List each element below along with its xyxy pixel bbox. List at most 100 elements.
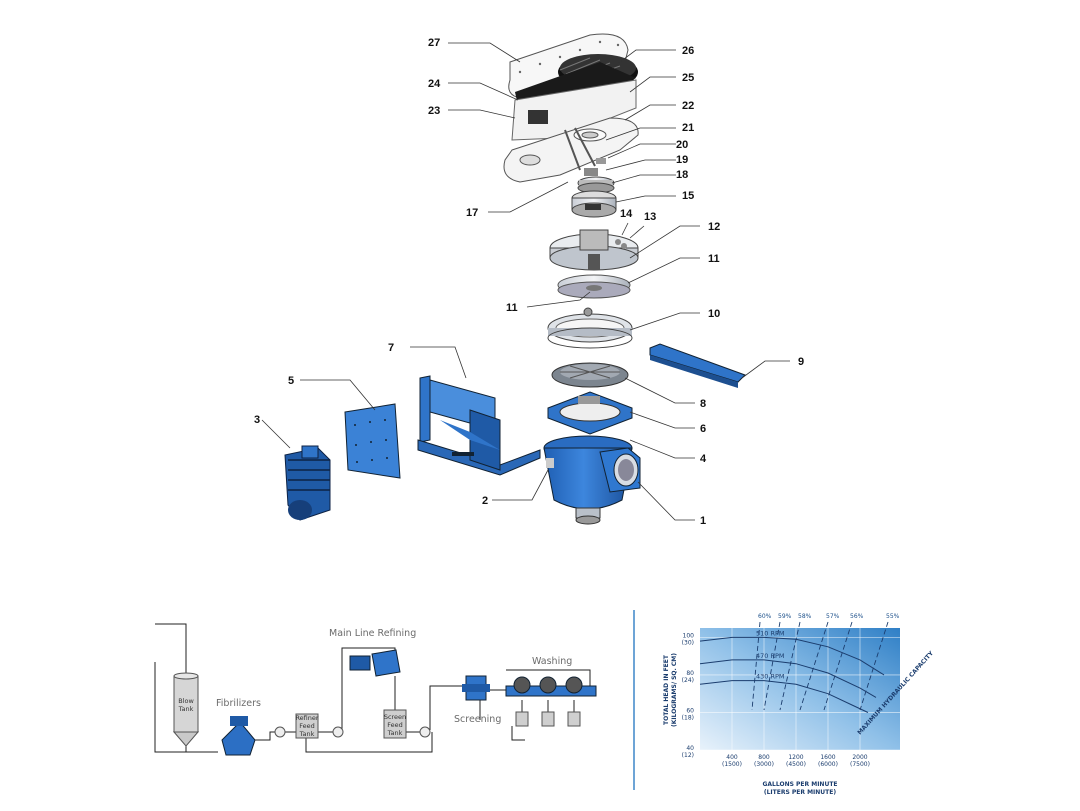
part-bearing-small	[577, 158, 615, 194]
callout-23: 23	[428, 105, 440, 117]
main-line-refiner: Main Line Refining	[329, 628, 416, 677]
part-wear-ring	[547, 307, 633, 349]
screen-feed-label-1: Screen	[384, 713, 406, 721]
callout-22: 22	[682, 100, 694, 112]
blow-tank-label-1: Blow	[178, 697, 194, 705]
callout-18: 18	[676, 169, 688, 181]
callout-7: 7	[388, 342, 394, 354]
fibrilizer-unit: Fibrilizers	[216, 698, 261, 756]
efficiency-line	[751, 621, 761, 711]
callout-3: 3	[254, 414, 260, 426]
callout-5: 5	[288, 375, 294, 387]
x-tick-sublabel: (4500)	[786, 761, 806, 768]
callout-6: 6	[700, 423, 706, 435]
screen-feed-tank: Screen Feed Tank	[383, 709, 407, 739]
part-lower-guard	[503, 117, 639, 183]
part-belt-guard	[511, 62, 637, 141]
blow-tank: Blow Tank	[172, 672, 200, 747]
efficiency-label: 60%	[758, 613, 772, 620]
y-tick-label: 100	[683, 632, 695, 639]
x-tick-label: 1200	[788, 754, 803, 761]
part-bearing-housing	[571, 190, 617, 218]
chart-x-ticks: 400(1500)800(3000)1200(4500)1600(6000)20…	[722, 754, 870, 768]
screen-feed-label-2: Feed	[387, 721, 403, 729]
callout-27: 27	[428, 37, 440, 49]
callout-labels: 27 26 25 24 23 22 21 20 19 18 17 15 14 1…	[254, 37, 804, 527]
efficiency-line	[763, 621, 781, 711]
x-tick-sublabel: (1500)	[722, 761, 742, 768]
part-support-beam	[649, 343, 746, 388]
x-tick-sublabel: (3000)	[754, 761, 774, 768]
y-tick-sublabel: (30)	[682, 639, 694, 646]
x-tick-label: 1600	[820, 754, 835, 761]
rpm-curve	[699, 659, 877, 698]
washing-units: Washing	[505, 656, 597, 727]
callout-14: 14	[620, 208, 633, 220]
efficiency-line	[799, 621, 829, 711]
pump-icon	[332, 726, 344, 738]
part-blue-flange	[547, 391, 633, 435]
y-tick-sublabel: (24)	[682, 677, 694, 684]
screening-unit: Screening	[454, 675, 501, 725]
chart-efficiency-lines: 60%59%58%57%56%55%	[751, 613, 900, 711]
part-motor	[284, 445, 331, 521]
callout-11-upper: 11	[708, 253, 720, 265]
y-tick-sublabel: (18)	[682, 714, 694, 721]
x-tick-label: 400	[726, 754, 738, 761]
part-motor-frame	[417, 375, 541, 476]
callout-25: 25	[682, 72, 694, 84]
pump-icon	[274, 726, 286, 738]
efficiency-label: 57%	[826, 613, 840, 620]
part-top-plate	[549, 229, 639, 271]
efficiency-label: 56%	[850, 613, 864, 620]
refiner-feed-label-2: Feed	[299, 722, 315, 730]
refiner-feed-label-1: Refiner	[295, 714, 318, 722]
refiner-feed-label-3: Tank	[299, 730, 315, 738]
rpm-curve-label: 430 RPM	[756, 673, 785, 681]
process-flow-diagram: Blow Tank Fibrilizers Refiner Feed Tank …	[154, 623, 597, 756]
callout-2: 2	[482, 495, 488, 507]
pump-icon	[419, 726, 431, 738]
screening-label: Screening	[454, 714, 501, 725]
chart-plot-area	[700, 628, 900, 750]
callout-19: 19	[676, 154, 688, 166]
rpm-curve-label: 470 RPM	[756, 652, 785, 660]
x-tick-sublabel: (7500)	[850, 761, 870, 768]
callout-10: 10	[708, 308, 720, 320]
part-disc	[557, 274, 631, 299]
fibrilizers-label: Fibrilizers	[216, 698, 261, 709]
part-rotor	[551, 362, 629, 388]
callout-1: 1	[700, 515, 706, 527]
efficiency-line	[859, 621, 889, 711]
callout-leaders	[261, 42, 790, 521]
callout-21: 21	[682, 122, 694, 134]
callout-20: 20	[676, 139, 688, 151]
x-tick-label: 800	[758, 754, 770, 761]
part-base-plate	[344, 403, 401, 479]
chart-grid	[700, 628, 900, 751]
callout-13: 13	[644, 211, 656, 223]
part-housing	[543, 435, 641, 525]
callout-24: 24	[428, 78, 441, 90]
efficiency-label: 59%	[778, 613, 792, 620]
chart-ylabel-metric: (KILOGRAMS/ SQ. CM)	[671, 653, 678, 727]
rpm-curve-label: 510 RPM	[756, 629, 785, 637]
x-tick-label: 2000	[852, 754, 867, 761]
y-tick-label: 60	[686, 707, 694, 714]
main-line-refining-label: Main Line Refining	[329, 628, 416, 639]
callout-4: 4	[700, 453, 707, 465]
callout-17: 17	[466, 207, 478, 219]
chart-y-ticks: 40(12)60(18)80(24)100(30)	[682, 632, 695, 759]
y-tick-sublabel: (12)	[682, 752, 694, 759]
callout-11-lower: 11	[506, 302, 518, 314]
chart-xlabel-metric: (LITERS PER MINUTE)	[764, 789, 837, 796]
chart-ylabel: TOTAL HEAD IN FEET	[663, 654, 670, 725]
callout-26: 26	[682, 45, 694, 57]
efficiency-line	[779, 621, 801, 711]
screen-feed-label-3: Tank	[387, 729, 403, 737]
exploded-pump-diagram: 27 26 25 24 23 22 21 20 19 18 17 15 14 1…	[254, 33, 804, 527]
efficiency-line	[823, 621, 853, 711]
y-tick-label: 40	[686, 745, 694, 752]
callout-9: 9	[798, 356, 804, 368]
